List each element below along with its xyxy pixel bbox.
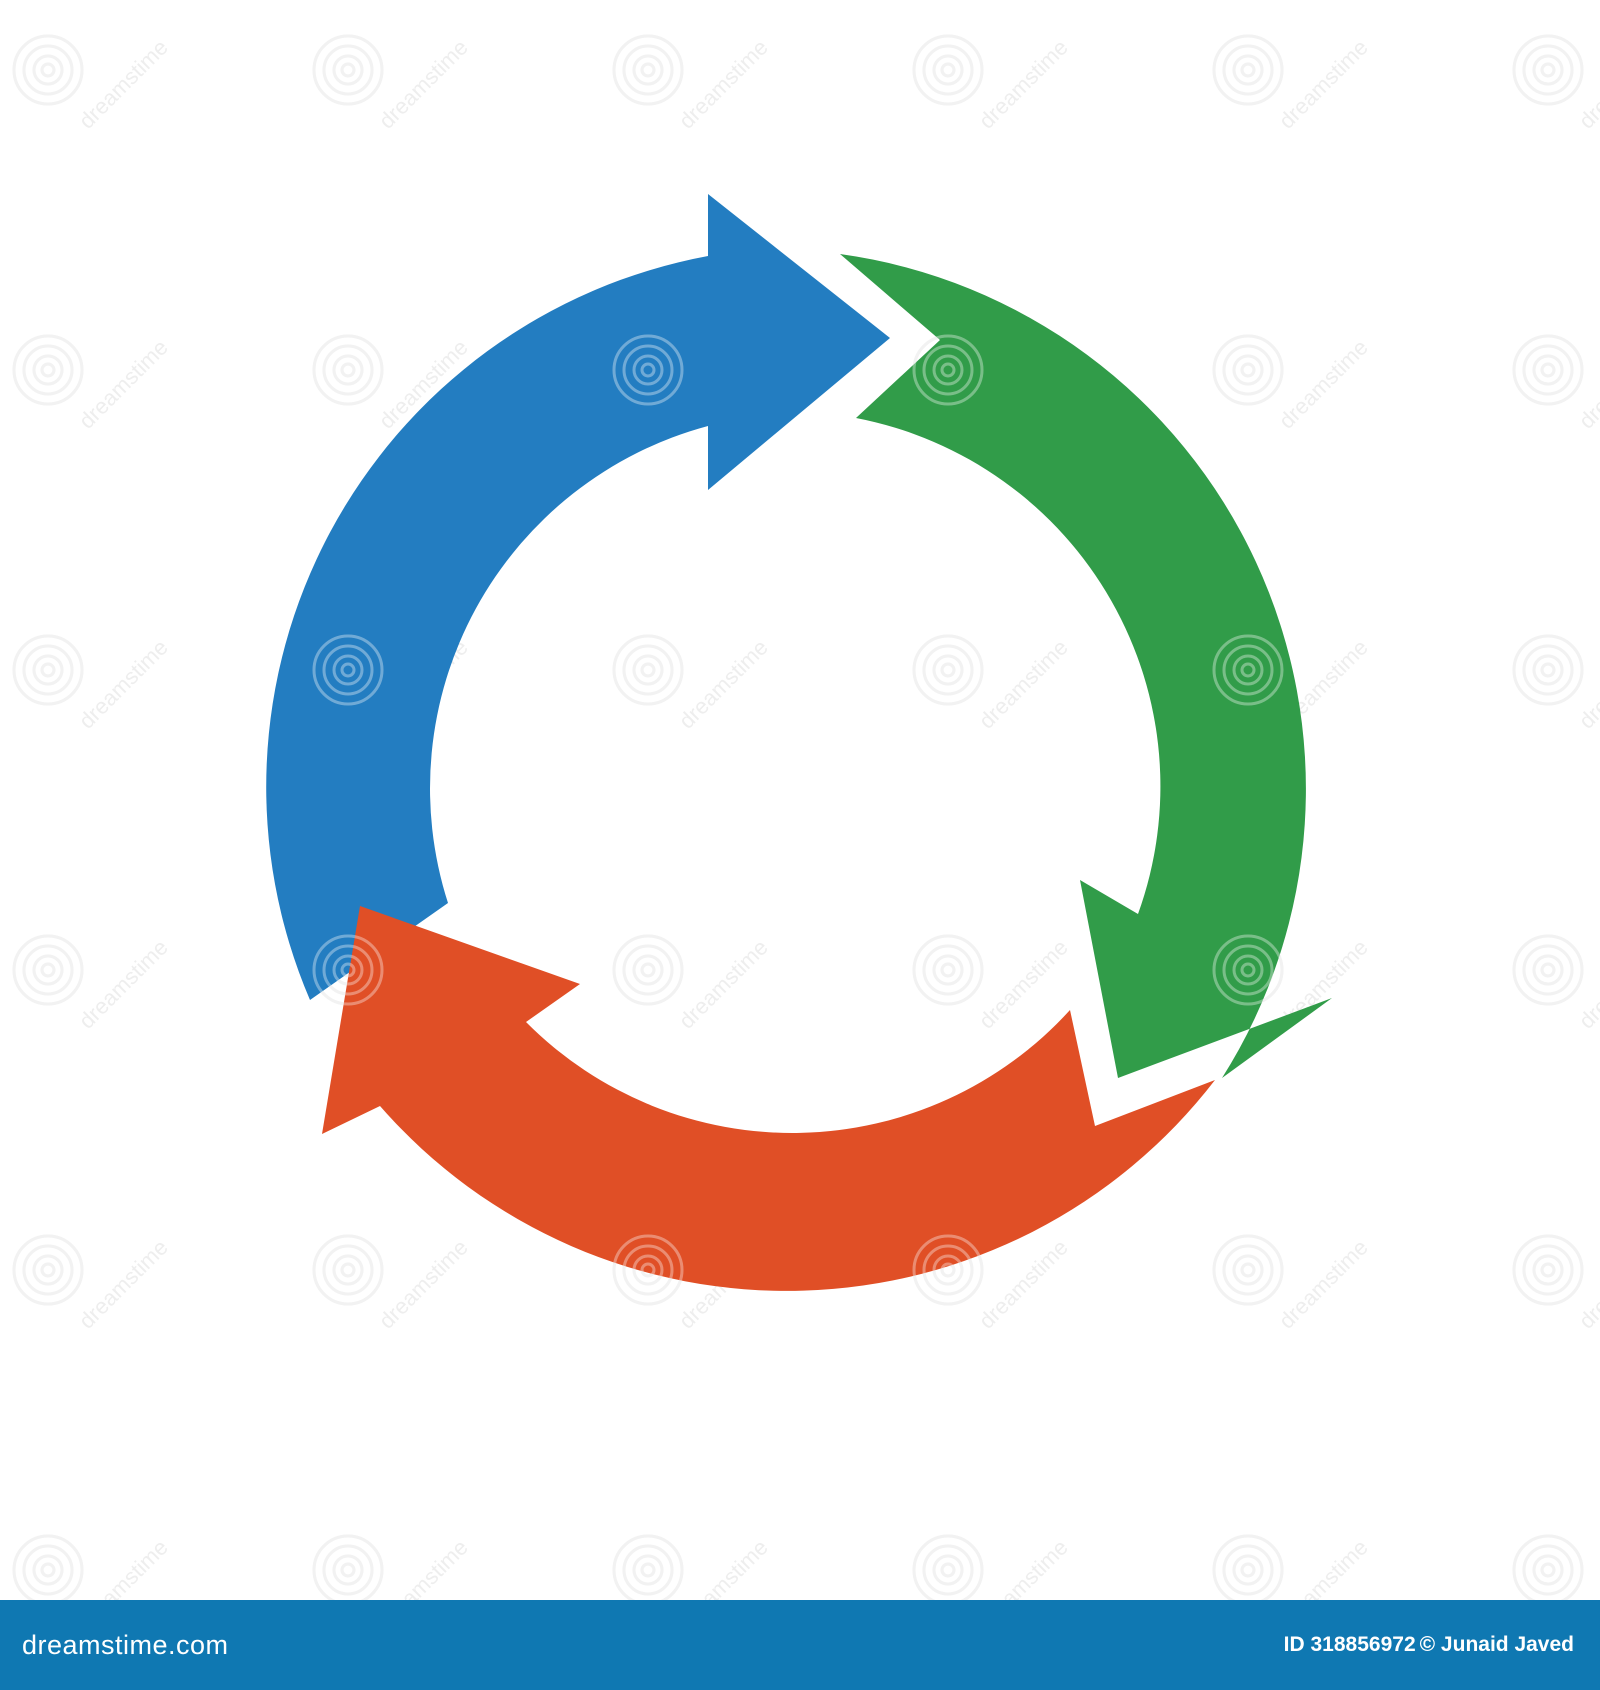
watermark-spiral-icon bbox=[1512, 1534, 1584, 1600]
watermark-spiral-icon bbox=[12, 1234, 84, 1306]
watermark-spiral-icon bbox=[612, 334, 684, 406]
watermark-spiral-icon bbox=[1212, 634, 1284, 706]
watermark-spiral-icon bbox=[312, 334, 384, 406]
green-arrow bbox=[840, 254, 1332, 1078]
watermark-text: dreamstime bbox=[974, 935, 1073, 1034]
watermark-text: dreamstime bbox=[1574, 1535, 1600, 1600]
watermark-text: dreamstime bbox=[74, 35, 173, 134]
watermark-text: dreamstime bbox=[374, 35, 473, 134]
watermark-text: dreamstime bbox=[1274, 35, 1373, 134]
watermark-spiral-icon bbox=[312, 34, 384, 106]
orange-arrow bbox=[322, 906, 1215, 1291]
watermark-spiral-icon bbox=[1212, 334, 1284, 406]
watermark-text: dreamstime bbox=[374, 1535, 473, 1600]
watermark-spiral-icon bbox=[12, 934, 84, 1006]
watermark-spiral-icon bbox=[12, 634, 84, 706]
watermark-text: dreamstime bbox=[1274, 1235, 1373, 1334]
watermark-text: dreamstime bbox=[74, 635, 173, 734]
watermark-text: dreamstime bbox=[974, 1535, 1073, 1600]
watermark-spiral-icon bbox=[1212, 934, 1284, 1006]
author-credit: © Junaid Javed bbox=[1419, 1633, 1574, 1656]
cycle-diagram: dreamstime dreamstime dreamstime dreamstime… bbox=[12, 34, 1600, 1600]
watermark-spiral-icon bbox=[1512, 934, 1584, 1006]
watermark-spiral-icon bbox=[1512, 634, 1584, 706]
watermark-spiral-icon bbox=[12, 1234, 84, 1306]
watermark-spiral-icon bbox=[912, 634, 984, 706]
watermark-spiral-icon bbox=[1512, 1234, 1584, 1306]
watermark-spiral-icon bbox=[612, 634, 684, 706]
watermark-spiral-icon bbox=[1512, 34, 1584, 106]
watermark-spiral-icon bbox=[12, 1534, 84, 1600]
watermark-text: dreamstime bbox=[74, 1235, 173, 1334]
watermark-text: dreamstime bbox=[674, 1535, 773, 1600]
watermark-bar: dreamstime.com ID 318856972 © Junaid Jav… bbox=[0, 1600, 1600, 1690]
watermark-spiral-icon bbox=[1512, 634, 1584, 706]
watermark-spiral-icon bbox=[912, 334, 984, 406]
watermark-spiral-icon bbox=[1212, 34, 1284, 106]
watermark-text: dreamstime bbox=[1274, 335, 1373, 434]
watermark-text: dreamstime bbox=[1274, 1535, 1373, 1600]
watermark-text: dreamstime bbox=[74, 335, 173, 434]
watermark-spiral-icon bbox=[1512, 934, 1584, 1006]
watermark-spiral-icon bbox=[612, 934, 684, 1006]
watermark-spiral-icon bbox=[612, 34, 684, 106]
watermark-spiral-icon bbox=[1512, 334, 1584, 406]
watermark-spiral-icon bbox=[12, 634, 84, 706]
watermark-spiral-icon bbox=[1212, 1534, 1284, 1600]
watermark-spiral-icon bbox=[1212, 1234, 1284, 1306]
watermark-spiral-icon bbox=[1512, 1534, 1584, 1600]
dreamstime-logo: dreamstime.com bbox=[22, 1629, 229, 1660]
watermark-spiral-icon bbox=[1212, 1534, 1284, 1600]
watermark-spiral-icon bbox=[912, 34, 984, 106]
watermark-spiral-icon bbox=[1512, 34, 1584, 106]
watermark-spiral-icon bbox=[312, 34, 384, 106]
watermark-spiral-icon bbox=[312, 1534, 384, 1600]
watermark-spiral-icon bbox=[612, 934, 684, 1006]
watermark-spiral-icon bbox=[312, 1534, 384, 1600]
watermark-spiral-icon bbox=[912, 934, 984, 1006]
watermark-spiral-icon bbox=[12, 334, 84, 406]
watermark-spiral-icon bbox=[12, 334, 84, 406]
watermark-spiral-icon bbox=[312, 1234, 384, 1306]
watermark-spiral-icon bbox=[1212, 34, 1284, 106]
watermark-spiral-icon bbox=[912, 934, 984, 1006]
watermark-text: dreamstime bbox=[674, 635, 773, 734]
watermark-spiral-icon bbox=[912, 34, 984, 106]
image-id: ID 318856972 bbox=[1283, 1633, 1416, 1656]
image-credit: ID 318856972 © Junaid Javed bbox=[1284, 1633, 1574, 1657]
watermark-overlay bbox=[12, 34, 1584, 1600]
watermark-spiral-icon bbox=[1512, 1234, 1584, 1306]
watermark-text: dreamstime bbox=[974, 35, 1073, 134]
watermark-spiral-icon bbox=[12, 934, 84, 1006]
watermark-spiral-icon bbox=[612, 34, 684, 106]
watermark-spiral-icon bbox=[612, 634, 684, 706]
watermark-spiral-icon bbox=[312, 634, 384, 706]
blue-arrow bbox=[266, 194, 890, 1000]
watermark-spiral-icon bbox=[12, 34, 84, 106]
watermark-spiral-icon bbox=[312, 1234, 384, 1306]
watermark-spiral-icon bbox=[912, 634, 984, 706]
watermark-text: dreamstime bbox=[674, 35, 773, 134]
watermark-text: dreamstime bbox=[674, 935, 773, 1034]
watermark-spiral-icon bbox=[912, 1534, 984, 1600]
watermark-spiral-icon bbox=[612, 1234, 684, 1306]
watermark-spiral-icon bbox=[912, 1534, 984, 1600]
watermark-text: dreamstime bbox=[74, 1535, 173, 1600]
watermark-spiral-icon bbox=[912, 1234, 984, 1306]
watermark-spiral-icon bbox=[612, 1534, 684, 1600]
watermark-spiral-icon bbox=[12, 1534, 84, 1600]
watermark-pattern: dreamstime dreamstime dreamstime dreamstime… bbox=[12, 34, 1600, 1600]
watermark-text: dreamstime bbox=[974, 635, 1073, 734]
watermark-spiral-icon bbox=[312, 334, 384, 406]
watermark-spiral-icon bbox=[1212, 1234, 1284, 1306]
watermark-spiral-icon bbox=[612, 1534, 684, 1600]
watermark-text: dreamstime bbox=[74, 935, 173, 1034]
watermark-spiral-icon bbox=[1512, 334, 1584, 406]
watermark-spiral-icon bbox=[12, 34, 84, 106]
watermark-text: dreamstime bbox=[374, 1235, 473, 1334]
watermark-spiral-icon bbox=[1212, 334, 1284, 406]
watermark-spiral-icon bbox=[312, 934, 384, 1006]
